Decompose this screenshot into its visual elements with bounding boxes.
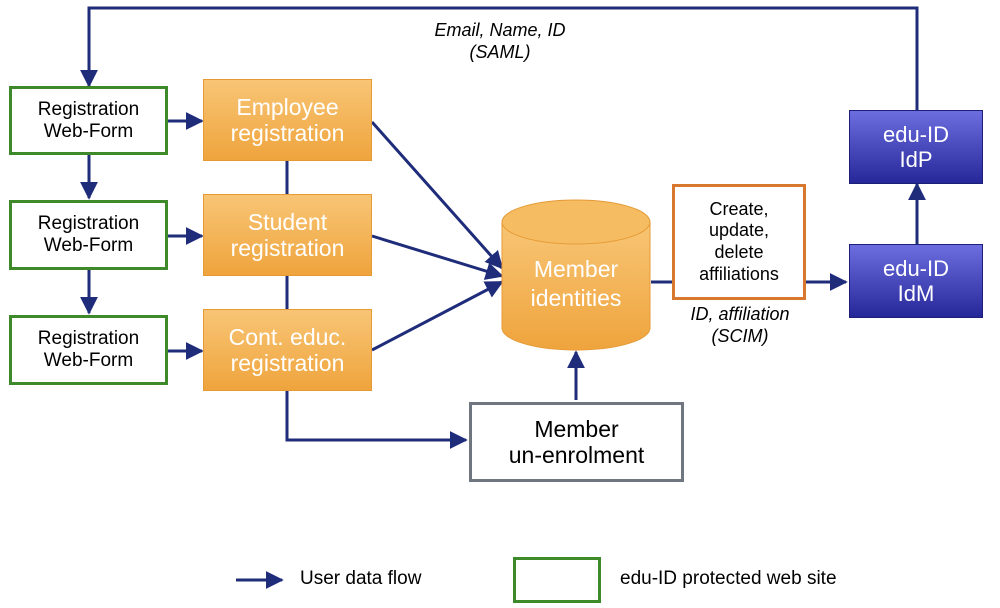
member-identities-label: Member identities xyxy=(500,255,652,313)
student-to-identities-arrow xyxy=(371,234,504,280)
conteduc-registration: Cont. educ. registration xyxy=(203,309,372,391)
webform-3-line2: Web-Form xyxy=(43,350,134,371)
webform-1-line1: Registration xyxy=(37,98,140,120)
legend-protected-swatch xyxy=(513,557,601,603)
unenrolment-line1: Member xyxy=(534,415,619,442)
idp-line2: IdP xyxy=(899,147,933,172)
conteduc-to-unenrol-arrow xyxy=(285,392,468,449)
scim-label-line2: (SCIM) xyxy=(711,325,769,346)
scim-label: ID, affiliation (SCIM) xyxy=(660,304,820,347)
registration-webform-3: Registration Web-Form xyxy=(9,315,168,385)
saml-label-line1: Email, Name, ID xyxy=(434,20,566,40)
employee-registration-line1: Employee xyxy=(236,93,339,120)
registration-webform-2: Registration Web-Form xyxy=(9,200,168,270)
employee-registration-line2: registration xyxy=(230,120,345,146)
idp-line1: edu-ID xyxy=(882,121,950,147)
conteduc-registration-line1: Cont. educ. xyxy=(228,323,347,350)
legend-flow-label: User data flow xyxy=(300,568,422,589)
edu-id-idp: edu-ID IdP xyxy=(849,110,983,184)
affiliations-line1: Create, xyxy=(709,198,769,219)
webform-3-line1: Registration xyxy=(37,328,140,350)
employee-to-identities-arrow xyxy=(370,121,504,270)
affiliations-line2: update, xyxy=(708,220,770,241)
legend-protected-label: edu-ID protected web site xyxy=(620,568,837,589)
member-identities-cylinder xyxy=(501,199,651,351)
saml-label: Email, Name, ID (SAML) xyxy=(400,20,600,63)
idm-line1: edu-ID xyxy=(882,255,950,281)
affiliations-line3: delete xyxy=(714,242,764,262)
student-registration-line2: registration xyxy=(230,235,345,261)
affiliations-line4: affiliations xyxy=(699,263,779,284)
webform-2-line2: Web-Form xyxy=(43,235,134,256)
saml-flow-arrow xyxy=(80,6,919,110)
registration-webform-1: Registration Web-Form xyxy=(9,86,168,155)
webform-1-line2: Web-Form xyxy=(43,120,134,142)
unenrolment-line2: un-enrolment xyxy=(508,442,645,468)
member-identities-line2: identities xyxy=(530,284,622,311)
conteduc-to-identities-arrow xyxy=(371,280,504,352)
conteduc-registration-line2: registration xyxy=(230,350,345,376)
saml-label-line2: (SAML) xyxy=(469,41,531,62)
employee-registration: Employee registration xyxy=(203,79,372,161)
idm-line2: IdM xyxy=(897,281,935,306)
affiliations-box: Create, update, delete affiliations xyxy=(672,184,806,300)
webform-2-line1: Registration xyxy=(37,213,140,235)
member-unenrolment: Member un-enrolment xyxy=(469,402,684,482)
member-identities-line1: Member xyxy=(533,256,619,282)
edu-id-idm: edu-ID IdM xyxy=(849,244,983,318)
student-registration: Student registration xyxy=(203,194,372,276)
scim-label-line1: ID, affiliation xyxy=(690,304,790,324)
student-registration-line1: Student xyxy=(247,208,328,235)
